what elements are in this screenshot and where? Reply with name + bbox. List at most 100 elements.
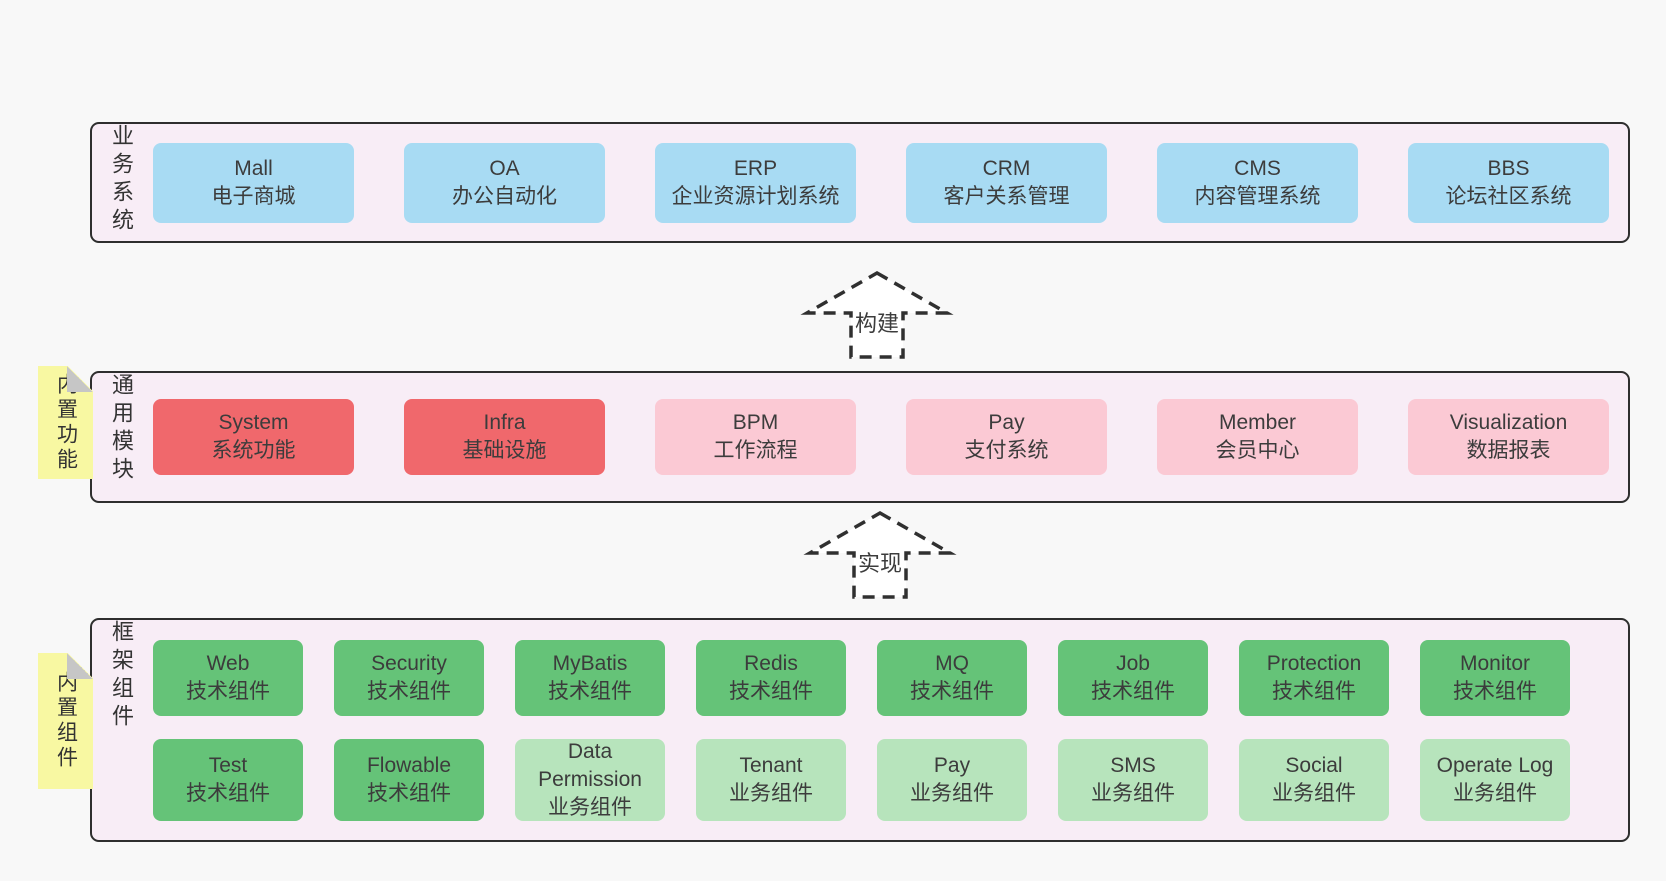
box-bbs: BBS 论坛社区系统 xyxy=(1408,142,1609,223)
box-title: SMS xyxy=(1110,753,1156,777)
box-subtitle: 电子商城 xyxy=(211,184,296,208)
box-title: Pay xyxy=(933,753,971,777)
box-security: Security 技术组件 xyxy=(334,639,484,716)
implement-arrow-label: 实现 xyxy=(858,551,902,576)
box-operate-log: Operate Log 业务组件 xyxy=(1420,738,1570,821)
section-label-components: 框架组件 xyxy=(109,620,134,732)
box-title: CMS xyxy=(1234,156,1281,180)
box-subtitle: 论坛社区系统 xyxy=(1445,184,1572,208)
box-subtitle: 业务组件 xyxy=(1453,781,1537,805)
box-sms: SMS 业务组件 xyxy=(1058,738,1208,821)
box-title: MyBatis xyxy=(552,651,628,675)
box-title: BPM xyxy=(732,411,779,434)
box-subtitle: 业务组件 xyxy=(548,795,632,819)
box-title: BBS xyxy=(1487,156,1530,180)
box-title: Monitor xyxy=(1459,651,1531,675)
box-member: Member 会员中心 xyxy=(1157,399,1358,475)
box-mybatis: MyBatis 技术组件 xyxy=(515,639,665,716)
box-title: System xyxy=(218,411,289,434)
box-title: Pay xyxy=(988,411,1025,434)
box-subtitle: 业务组件 xyxy=(729,781,813,805)
box-title: Operate Log xyxy=(1436,753,1554,777)
box-subtitle: 业务组件 xyxy=(1091,781,1175,805)
box-pay: Pay 业务组件 xyxy=(877,738,1027,821)
box-subtitle: 技术组件 xyxy=(1453,679,1537,703)
box-subtitle: 业务组件 xyxy=(1272,781,1356,805)
box-subtitle: 技术组件 xyxy=(1272,679,1356,703)
box-subtitle: 内容管理系统 xyxy=(1194,184,1321,208)
box-mall: Mall 电子商城 xyxy=(153,142,354,223)
arrow-shape xyxy=(800,270,954,359)
box-title: Data Permission xyxy=(538,739,642,791)
box-title: ERP xyxy=(733,156,778,180)
box-infra: Infra 基础设施 xyxy=(404,399,605,475)
box-subtitle: 客户关系管理 xyxy=(943,184,1070,208)
box-title: Infra xyxy=(483,411,526,434)
box-monitor: Monitor 技术组件 xyxy=(1420,639,1570,716)
box-subtitle: 技术组件 xyxy=(367,679,451,703)
box-title: Protection xyxy=(1266,651,1362,675)
sticky-note-builtin-features: 内置功能 xyxy=(38,366,93,479)
box-visualization: Visualization 数据报表 xyxy=(1408,399,1609,475)
section-label-business: 业务系统 xyxy=(109,124,134,236)
box-subtitle: 系统功能 xyxy=(211,439,296,462)
box-subtitle: 技术组件 xyxy=(186,679,270,703)
box-subtitle: 企业资源计划系统 xyxy=(671,184,840,208)
box-subtitle: 支付系统 xyxy=(964,439,1049,462)
box-title: Visualization xyxy=(1449,411,1568,434)
box-subtitle: 技术组件 xyxy=(548,679,632,703)
box-pay: Pay 支付系统 xyxy=(906,399,1107,475)
box-tenant: Tenant 业务组件 xyxy=(696,738,846,821)
box-title: Test xyxy=(208,753,248,777)
box-crm: CRM 客户关系管理 xyxy=(906,142,1107,223)
box-title: OA xyxy=(489,156,520,180)
sticky-note-label: 内置组件 xyxy=(54,671,78,771)
box-subtitle: 工作流程 xyxy=(713,439,798,462)
box-subtitle: 基础设施 xyxy=(462,439,547,462)
box-subtitle: 技术组件 xyxy=(1091,679,1175,703)
arrow-shape xyxy=(803,510,957,599)
box-subtitle: 数据报表 xyxy=(1466,439,1551,462)
section-common-modules: 通用模块 System 系统功能 Infra 基础设施 BPM 工作流程 Pay 支付系统 Me… xyxy=(90,371,1630,503)
build-arrow-up: 构建 xyxy=(800,270,954,359)
box-social: Social 业务组件 xyxy=(1239,738,1389,821)
box-title: MQ xyxy=(935,651,969,675)
box-subtitle: 技术组件 xyxy=(367,781,451,805)
box-title: Redis xyxy=(744,651,798,675)
box-title: Social xyxy=(1285,753,1343,777)
box-data-permission: Data Permission 业务组件 xyxy=(515,738,665,821)
box-web: Web 技术组件 xyxy=(153,639,303,716)
box-subtitle: 会员中心 xyxy=(1215,439,1300,462)
box-title: Tenant xyxy=(739,753,803,777)
implement-arrow-up: 实现 xyxy=(803,510,957,599)
box-title: CRM xyxy=(982,156,1031,180)
box-erp: ERP 企业资源计划系统 xyxy=(655,142,856,223)
box-cms: CMS 内容管理系统 xyxy=(1157,142,1358,223)
box-system: System 系统功能 xyxy=(153,399,354,475)
box-redis: Redis 技术组件 xyxy=(696,639,846,716)
box-title: Member xyxy=(1218,411,1297,434)
sticky-note-label: 内置功能 xyxy=(54,372,78,473)
box-subtitle: 业务组件 xyxy=(910,781,994,805)
modules-box-row: System 系统功能 Infra 基础设施 BPM 工作流程 Pay 支付系统 Member 会… xyxy=(153,373,1609,501)
sticky-note-builtin-components: 内置组件 xyxy=(38,653,93,789)
box-title: Security xyxy=(371,651,447,675)
box-protection: Protection 技术组件 xyxy=(1239,639,1389,716)
section-label-modules: 通用模块 xyxy=(109,373,134,485)
build-arrow-label: 构建 xyxy=(855,311,899,336)
box-bpm: BPM 工作流程 xyxy=(655,399,856,475)
box-subtitle: 技术组件 xyxy=(729,679,813,703)
box-title: Web xyxy=(206,651,250,675)
box-title: Mall xyxy=(234,156,273,180)
